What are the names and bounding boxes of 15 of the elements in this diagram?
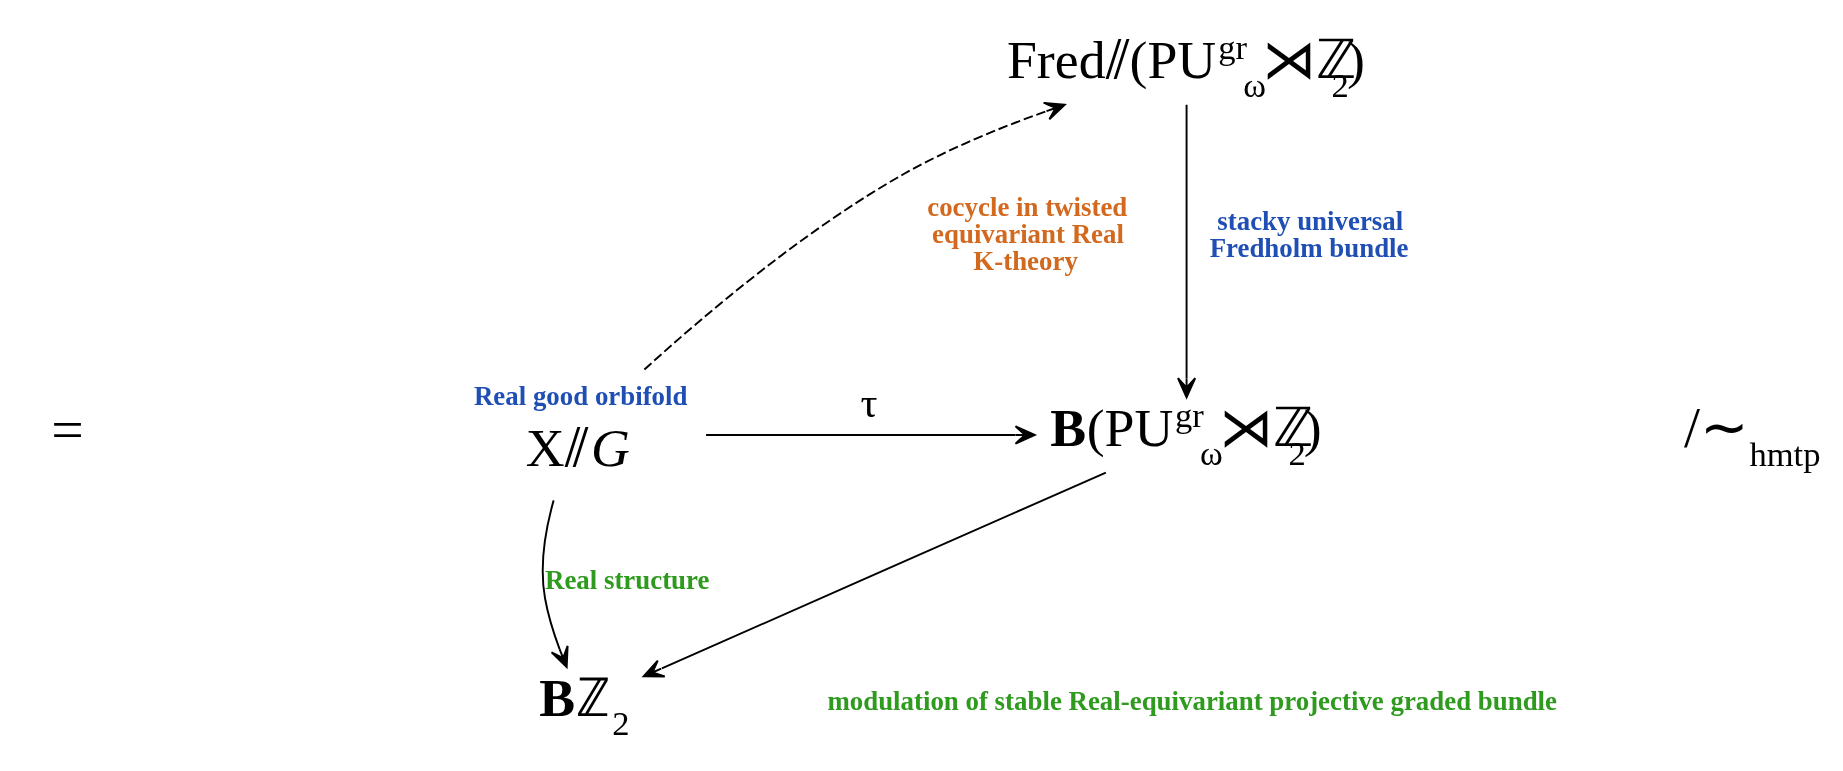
node-text: X⫽G [525, 417, 630, 478]
edge-label: cocycle in twisted equivariant Real K-theory [927, 191, 1128, 276]
arrow [643, 101, 1066, 370]
arrow [642, 471, 1107, 677]
edge-label: Real structure [545, 564, 710, 595]
node-label: Real good orbifold [473, 380, 688, 411]
edge-label: τ [860, 378, 878, 426]
node-text: Bℤ$_{2}$ [539, 667, 630, 742]
label: = [51, 397, 84, 461]
arrow [705, 424, 1036, 445]
edge-label: stacky universal Fredholm bundle [1209, 205, 1409, 263]
arrow [1176, 103, 1197, 398]
label: /∼$_{hmtp}$ [1684, 395, 1821, 473]
arrow [541, 498, 569, 668]
label: modulation of stable Real-equivariant projective graded bundle [827, 685, 1557, 716]
